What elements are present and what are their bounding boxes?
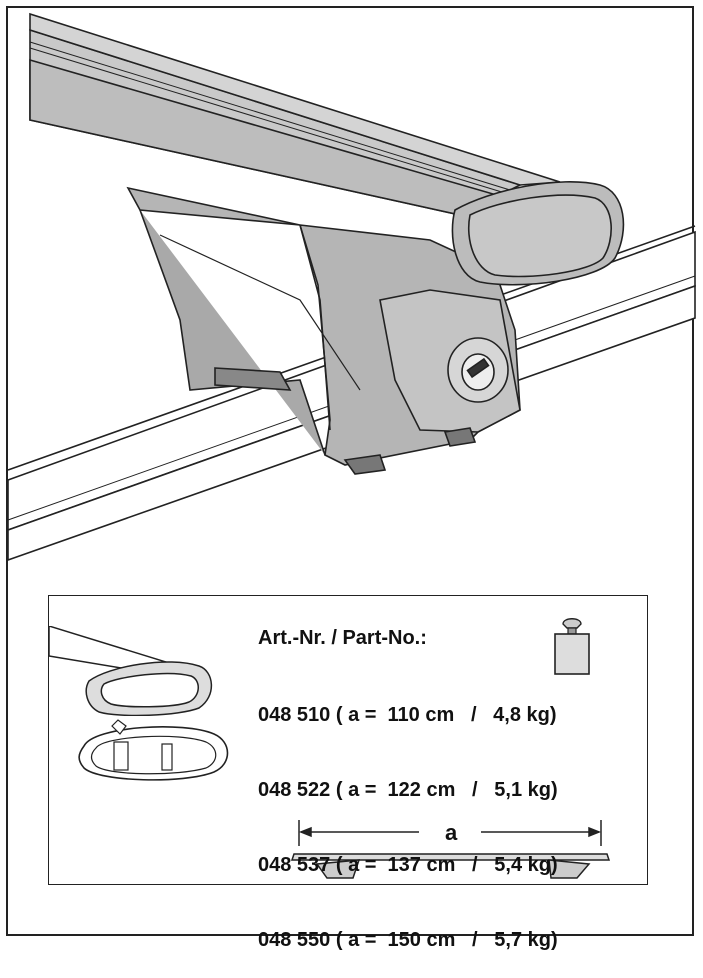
bar-profile-angled-icon — [49, 626, 213, 716]
bar-cross-section-icon — [78, 719, 229, 781]
weight-icon — [554, 618, 590, 675]
part-number-list: 048 510 ( a = 110 cm / 4,8 kg) 048 522 (… — [258, 653, 558, 978]
part-entry: 048 522 ( a = 122 cm / 5,1 kg) — [258, 779, 558, 801]
dimension-label: a — [445, 820, 458, 845]
part-number-heading: Art.-Nr. / Part-No.: — [258, 627, 427, 649]
dimension-drawing — [290, 820, 611, 879]
part-entry: 048 550 ( a = 150 cm / 5,7 kg) — [258, 929, 558, 951]
roof-bar-illustration — [7, 12, 696, 562]
part-entry: 048 510 ( a = 110 cm / 4,8 kg) — [258, 704, 557, 726]
roof-bar — [29, 12, 625, 286]
part-info-panel: a — [48, 595, 648, 885]
bar-foot — [126, 186, 521, 475]
part-entry: 048 537 ( a = 137 cm / 5,4 kg) — [258, 854, 558, 876]
